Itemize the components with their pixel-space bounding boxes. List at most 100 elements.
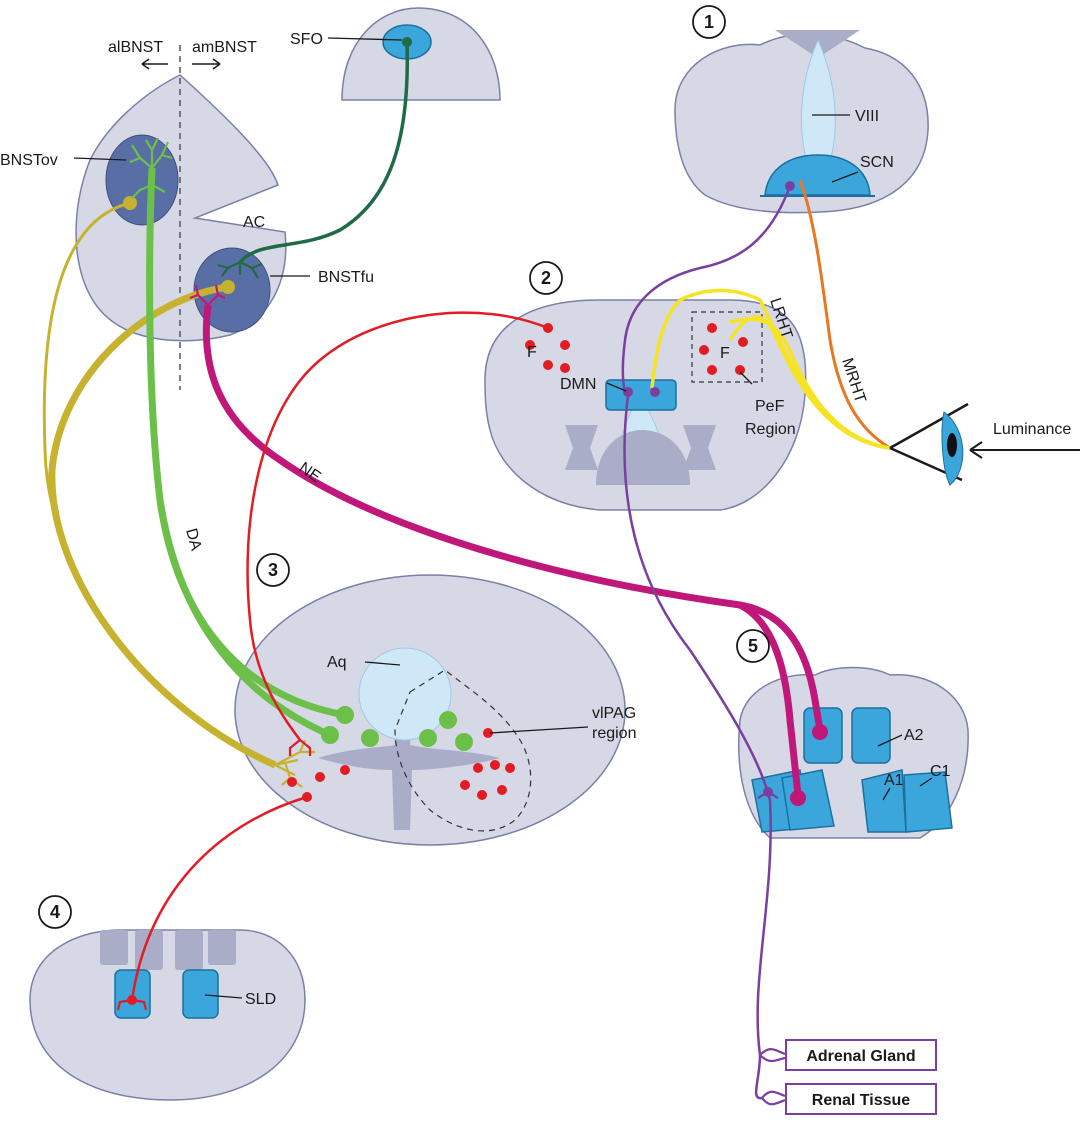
svg-text:5: 5: [748, 636, 758, 656]
vlpag-red-cell-2: [473, 763, 483, 773]
mrht-path: [798, 179, 891, 450]
aq-label: Aq: [327, 654, 347, 671]
a1-label: A1: [884, 772, 904, 789]
pag-red-cell-3: [340, 765, 350, 775]
section-number-4: 4: [38, 895, 72, 929]
pag-green-cell-1: [361, 729, 379, 747]
bnstov-label: BNSTov: [0, 152, 58, 169]
bnstov-nucleus: [105, 134, 179, 226]
pef-region-label: Region: [745, 421, 796, 438]
svg-text:1: 1: [704, 12, 714, 32]
da-label: DA: [182, 527, 204, 553]
purple-terminals: [757, 791, 786, 1106]
svg-text:2: 2: [541, 268, 551, 288]
f-left-cell-3: [560, 340, 570, 350]
vlpag-red-cell-7: [497, 785, 507, 795]
f-right-cell-2: [738, 337, 748, 347]
section4-tissue: [29, 929, 306, 1101]
f-right-cell-1: [707, 323, 717, 333]
f-right-cell-3: [699, 345, 709, 355]
section2-left-lobe: [565, 425, 598, 470]
vlpag-region-outline: [394, 669, 532, 832]
pag-cross-structure: [318, 700, 500, 830]
vlpag-red-cell-5: [460, 780, 470, 790]
pef-region-box: [691, 311, 763, 383]
dmn-label: DMN: [560, 376, 596, 393]
da-path-2: [156, 499, 332, 739]
svg-text:4: 4: [50, 902, 60, 922]
adrenal-gland-box: Adrenal Gland: [785, 1039, 937, 1071]
sld-cell: [127, 995, 137, 1005]
pag-red-cell-4: [302, 792, 312, 802]
vlpag-label: vlPAG: [592, 705, 636, 722]
ne-path: [202, 304, 824, 731]
pag-green-cell-2: [439, 711, 457, 729]
f-left-cell-5: [560, 363, 570, 373]
aqueduct: [358, 647, 452, 741]
section-number-2: 2: [529, 261, 563, 295]
f-left-label: F: [527, 344, 537, 361]
f-to-pag-red-path: [246, 311, 549, 741]
ne-terminal-a1: [790, 790, 806, 806]
c1-label: C1: [930, 763, 951, 780]
scn-purple-cell: [785, 181, 795, 191]
section4-lobe-3: [175, 930, 203, 970]
ambnst-label: amBNST: [192, 39, 257, 56]
section4-lobe-1: [100, 930, 128, 965]
luminance-label: Luminance: [993, 421, 1071, 438]
vlpag-red-cell-4: [505, 763, 515, 773]
svg-text:Adrenal Gland: Adrenal Gland: [806, 1048, 915, 1065]
section-number-1: 1: [692, 5, 726, 39]
section4-lobe-4: [208, 930, 236, 965]
da-dendrites: [129, 137, 173, 199]
f-right-cell-4: [707, 365, 717, 375]
bnst-direction-arrows: [141, 58, 221, 70]
section2-right-lobe: [683, 425, 716, 470]
a2-right-nucleus: [851, 707, 891, 764]
bnstfu-olive-origin: [221, 280, 235, 294]
f-left-cell-4: [543, 360, 553, 370]
dmn-purple-path: [621, 185, 792, 394]
a2-label: A2: [904, 727, 924, 744]
section2-lower-arch: [596, 430, 690, 485]
sfo-origin: [402, 37, 412, 47]
sld-right-nucleus: [182, 969, 219, 1019]
pef-label: PeF: [755, 398, 785, 415]
dmn-purple-cell-1: [623, 387, 633, 397]
eye-icon: [889, 402, 969, 486]
da-terminal-1: [336, 706, 354, 724]
scn-label: SCN: [860, 154, 894, 171]
vlpag-red-cell-3: [490, 760, 500, 770]
dmn-to-renal-purple: [754, 1054, 763, 1100]
vlpag-red-cell-6: [477, 790, 487, 800]
pag-red-cell-1: [287, 777, 297, 787]
dmn-to-medulla-purple: [623, 394, 772, 1056]
section-number-3: 3: [256, 553, 290, 587]
f-left-cell-2: [525, 340, 535, 350]
vlpag-region-label: region: [592, 725, 636, 742]
f-right-label: F: [720, 345, 730, 362]
sld-to-pag-red-path: [130, 795, 308, 1001]
albnst-label: alBNST: [108, 39, 163, 56]
f-right-cell-5: [735, 365, 745, 375]
vlpag-red-cell-1: [483, 728, 493, 738]
bnstfu-label: BNSTfu: [318, 269, 374, 286]
sfo-green-path: [238, 41, 410, 264]
red-terminal-pag: [288, 739, 312, 756]
ne-dendrites: [189, 284, 226, 318]
sfo-label: SFO: [290, 31, 323, 48]
lrht-path-3: [650, 288, 891, 450]
dmn-nucleus: [605, 379, 677, 411]
mrht-label: MRHT: [838, 356, 869, 405]
sfo-terminal-arbor: [217, 261, 263, 279]
section-number-5: 5: [736, 629, 770, 663]
ac-label: AC: [243, 214, 265, 231]
svg-text:3: 3: [268, 560, 278, 580]
dmn-purple-cell-2: [650, 387, 660, 397]
renal-tissue-box: Renal Tissue: [785, 1083, 937, 1115]
bnstov-olive-path-2: [48, 283, 277, 769]
olive-terminal-arbor: [274, 739, 315, 788]
luminance-arrowhead: [969, 441, 983, 459]
